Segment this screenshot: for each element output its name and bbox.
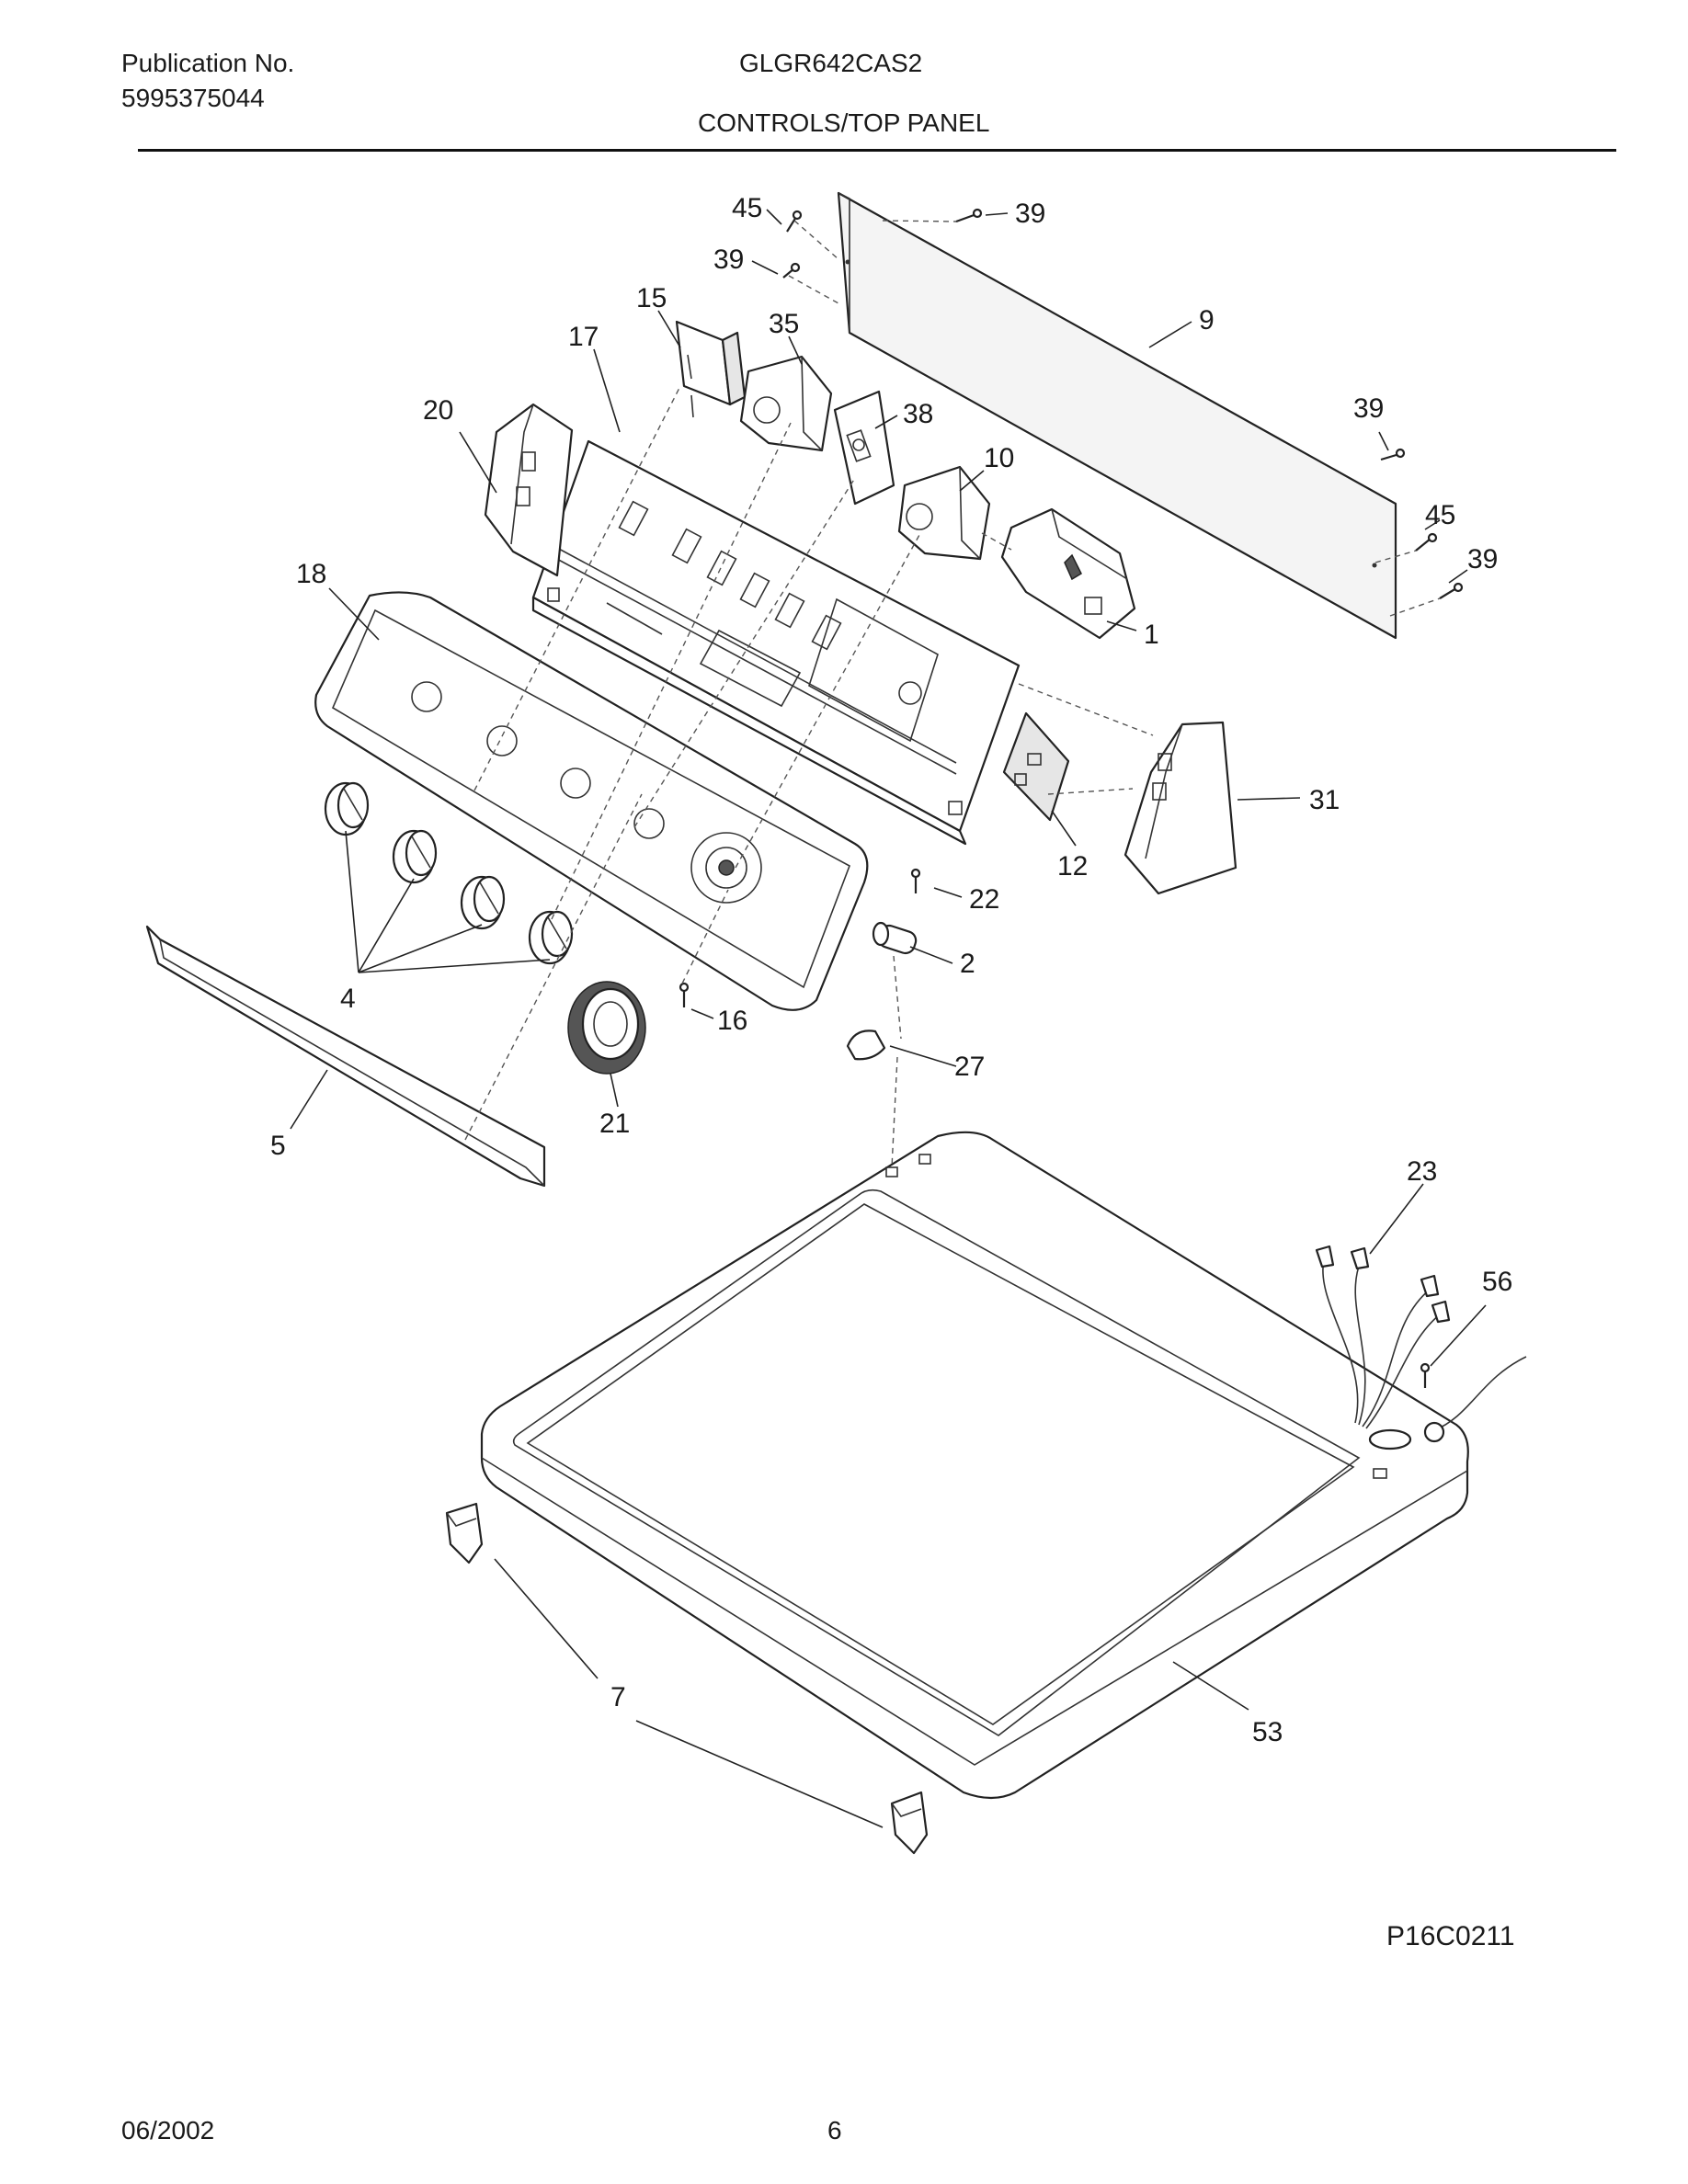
callout-2: 2 bbox=[960, 949, 975, 979]
screw-39-right-top bbox=[1380, 448, 1406, 461]
end-cap-left bbox=[484, 403, 574, 577]
callout-17: 17 bbox=[568, 322, 599, 352]
circuit-board bbox=[1002, 711, 1070, 822]
callout-39-right-bottom: 39 bbox=[1467, 544, 1498, 574]
callout-1: 1 bbox=[1144, 620, 1159, 650]
back-panel bbox=[837, 191, 1397, 640]
end-cap-right bbox=[1123, 721, 1237, 895]
callout-35: 35 bbox=[769, 309, 799, 339]
top-panel bbox=[480, 1131, 1469, 1800]
trim-strip bbox=[145, 925, 546, 1188]
control-module bbox=[1000, 507, 1136, 640]
bracket-38 bbox=[833, 390, 895, 506]
callout-45-top: 45 bbox=[732, 193, 762, 223]
callout-15: 15 bbox=[636, 283, 667, 313]
callout-27: 27 bbox=[954, 1052, 985, 1082]
publication-number: 5995375044 bbox=[121, 84, 265, 112]
callout-45-right: 45 bbox=[1425, 500, 1455, 530]
callout-53: 53 bbox=[1252, 1717, 1283, 1747]
screw-39-top bbox=[955, 208, 983, 223]
screw-39-right-bottom bbox=[1439, 582, 1464, 599]
callout-39-upper-left: 39 bbox=[713, 245, 744, 275]
publication-date: 06/2002 bbox=[121, 2116, 215, 2144]
hinge-right bbox=[890, 1791, 929, 1855]
callout-12: 12 bbox=[1057, 851, 1088, 882]
callout-20: 20 bbox=[423, 395, 453, 426]
leader-lines bbox=[290, 209, 1487, 1828]
diagram-reference-code: P16C0211 bbox=[1386, 1921, 1515, 1951]
timer-35 bbox=[739, 355, 833, 452]
callout-10: 10 bbox=[984, 443, 1014, 473]
screw-56 bbox=[1420, 1362, 1431, 1388]
model-number: GLGR642CAS2 bbox=[739, 49, 923, 77]
callout-23: 23 bbox=[1407, 1156, 1437, 1187]
control-knobs bbox=[324, 781, 574, 965]
callout-56: 56 bbox=[1482, 1267, 1512, 1297]
callout-38: 38 bbox=[903, 399, 933, 429]
callout-4: 4 bbox=[340, 984, 356, 1014]
callout-7: 7 bbox=[610, 1682, 626, 1712]
callout-39-top: 39 bbox=[1015, 199, 1045, 229]
callout-31: 31 bbox=[1309, 785, 1340, 815]
callout-21: 21 bbox=[599, 1109, 630, 1139]
light-socket bbox=[872, 921, 918, 955]
callout-39-right-top: 39 bbox=[1353, 393, 1384, 424]
callout-9: 9 bbox=[1199, 305, 1215, 336]
callout-5: 5 bbox=[270, 1131, 286, 1161]
screw-16 bbox=[679, 982, 690, 1007]
hinge-left bbox=[445, 1502, 484, 1564]
console-cover bbox=[314, 591, 869, 1011]
screw-22 bbox=[910, 868, 921, 893]
screw-45-top bbox=[786, 210, 803, 233]
selector-switch bbox=[897, 465, 991, 561]
screw-45-right bbox=[1415, 532, 1438, 552]
clip-27 bbox=[846, 1029, 886, 1061]
selector-knob bbox=[567, 981, 646, 1075]
page-number: 6 bbox=[827, 2116, 842, 2144]
section-title: CONTROLS/TOP PANEL bbox=[698, 108, 990, 137]
timer-switch bbox=[675, 320, 747, 418]
callout-18: 18 bbox=[296, 559, 326, 589]
publication-label: Publication No. bbox=[121, 49, 295, 77]
callout-16: 16 bbox=[717, 1006, 747, 1036]
header-rule bbox=[138, 149, 1616, 152]
callout-22: 22 bbox=[969, 884, 999, 915]
screw-39-upper-left bbox=[782, 262, 801, 279]
wire-harness bbox=[1315, 1245, 1527, 1443]
